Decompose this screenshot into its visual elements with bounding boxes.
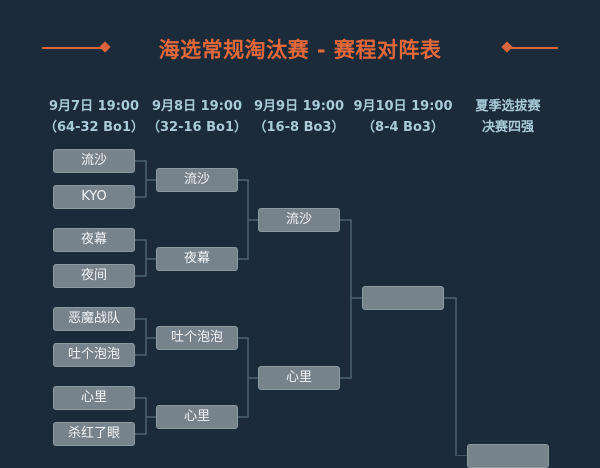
- team-slot[interactable]: 恶魔战队: [53, 307, 135, 331]
- connector-line: [135, 397, 147, 435]
- connector-line: [135, 160, 147, 198]
- team-slot[interactable]: 流沙: [258, 208, 340, 232]
- team-slot[interactable]: 夜幕: [156, 247, 238, 271]
- team-slot[interactable]: 夜幕: [53, 228, 135, 252]
- team-slot[interactable]: 杀红了眼: [53, 422, 135, 446]
- round-format: （8-4 Bo3）: [362, 120, 444, 135]
- team-slot[interactable]: 心里: [53, 386, 135, 410]
- title-decoration-right: [508, 47, 558, 49]
- team-slot[interactable]: 吐个泡泡: [156, 326, 238, 350]
- team-slot[interactable]: 心里: [258, 366, 340, 390]
- round-date: 夏季选拔赛: [475, 99, 541, 114]
- round-header-2: 9月8日 19:00 （32-16 Bo1）: [147, 96, 247, 138]
- page-title: 海选常规淘汰赛 - 赛程对阵表: [158, 38, 442, 62]
- connector-line: [135, 318, 147, 356]
- team-slot[interactable]: KYO: [53, 185, 135, 209]
- connector-line: [444, 297, 467, 456]
- connector-line: [238, 179, 249, 260]
- round-format: 决赛四强: [481, 120, 534, 135]
- team-slot[interactable]: [362, 286, 444, 310]
- round-format: （64-32 Bo1）: [44, 120, 144, 135]
- team-slot[interactable]: 心里: [156, 405, 238, 429]
- round-format: （32-16 Bo1）: [147, 120, 247, 135]
- round-header-1: 9月7日 19:00 （64-32 Bo1）: [44, 96, 144, 138]
- connector-line: [238, 337, 249, 418]
- round-date: 9月8日 19:00: [152, 99, 242, 114]
- team-slot[interactable]: 夜间: [53, 264, 135, 288]
- team-slot[interactable]: [467, 444, 549, 468]
- team-slot[interactable]: 流沙: [156, 168, 238, 192]
- bracket-connectors: [135, 160, 467, 456]
- round-header-5: 夏季选拔赛决赛四强: [458, 96, 558, 138]
- connector-line: [340, 219, 352, 379]
- round-date: 9月9日 19:00: [254, 99, 344, 114]
- round-format: （16-8 Bo3）: [253, 120, 345, 135]
- round-header-4: 9月10日 19:00 （8-4 Bo3）: [353, 96, 453, 138]
- round-header-3: 9月9日 19:00 （16-8 Bo3）: [249, 96, 349, 138]
- team-slot[interactable]: 吐个泡泡: [53, 343, 135, 367]
- team-slot[interactable]: 流沙: [53, 149, 135, 173]
- round-date: 9月10日 19:00: [353, 99, 453, 114]
- round-date: 9月7日 19:00: [49, 99, 139, 114]
- title-decoration-left: [42, 47, 104, 49]
- connector-line: [135, 239, 147, 277]
